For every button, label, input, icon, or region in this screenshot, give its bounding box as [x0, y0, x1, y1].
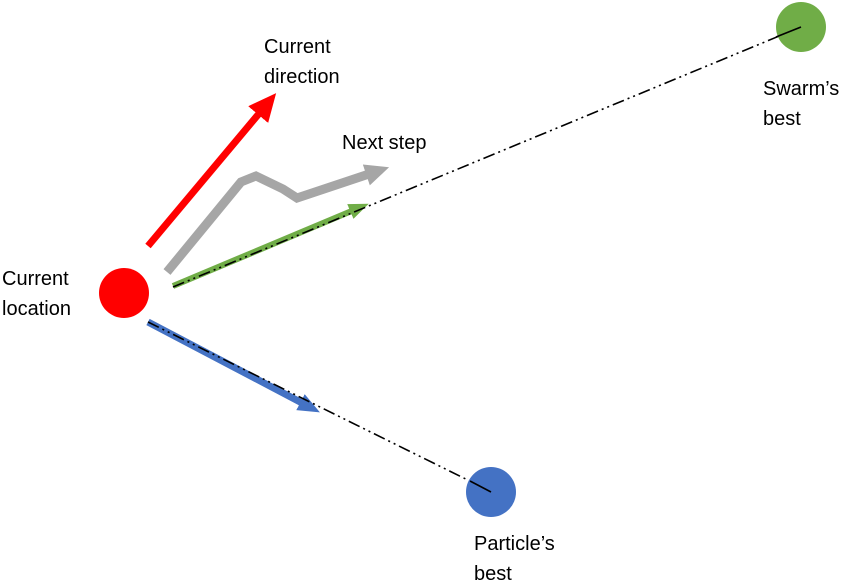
- particle-direction-arrow: [146, 318, 320, 413]
- particle-guide-line: [147, 321, 491, 492]
- swarms-best-label: Swarm’s best: [763, 78, 840, 130]
- current-direction-arrow: [145, 93, 277, 249]
- swarm-direction-arrow: [171, 203, 369, 289]
- swarm-guide-tip: [775, 26, 802, 38]
- particles-best-label: Particle’s best: [474, 533, 555, 581]
- current-location-dot: [99, 268, 149, 318]
- particle-guide-tip: [469, 480, 492, 493]
- current-location-label: Current location: [2, 268, 71, 320]
- swarm-guide-line: [172, 26, 802, 288]
- current-direction-label: Current direction: [264, 36, 340, 88]
- next-step-arrow: [163, 164, 390, 275]
- next-step-label: Next step: [342, 132, 427, 154]
